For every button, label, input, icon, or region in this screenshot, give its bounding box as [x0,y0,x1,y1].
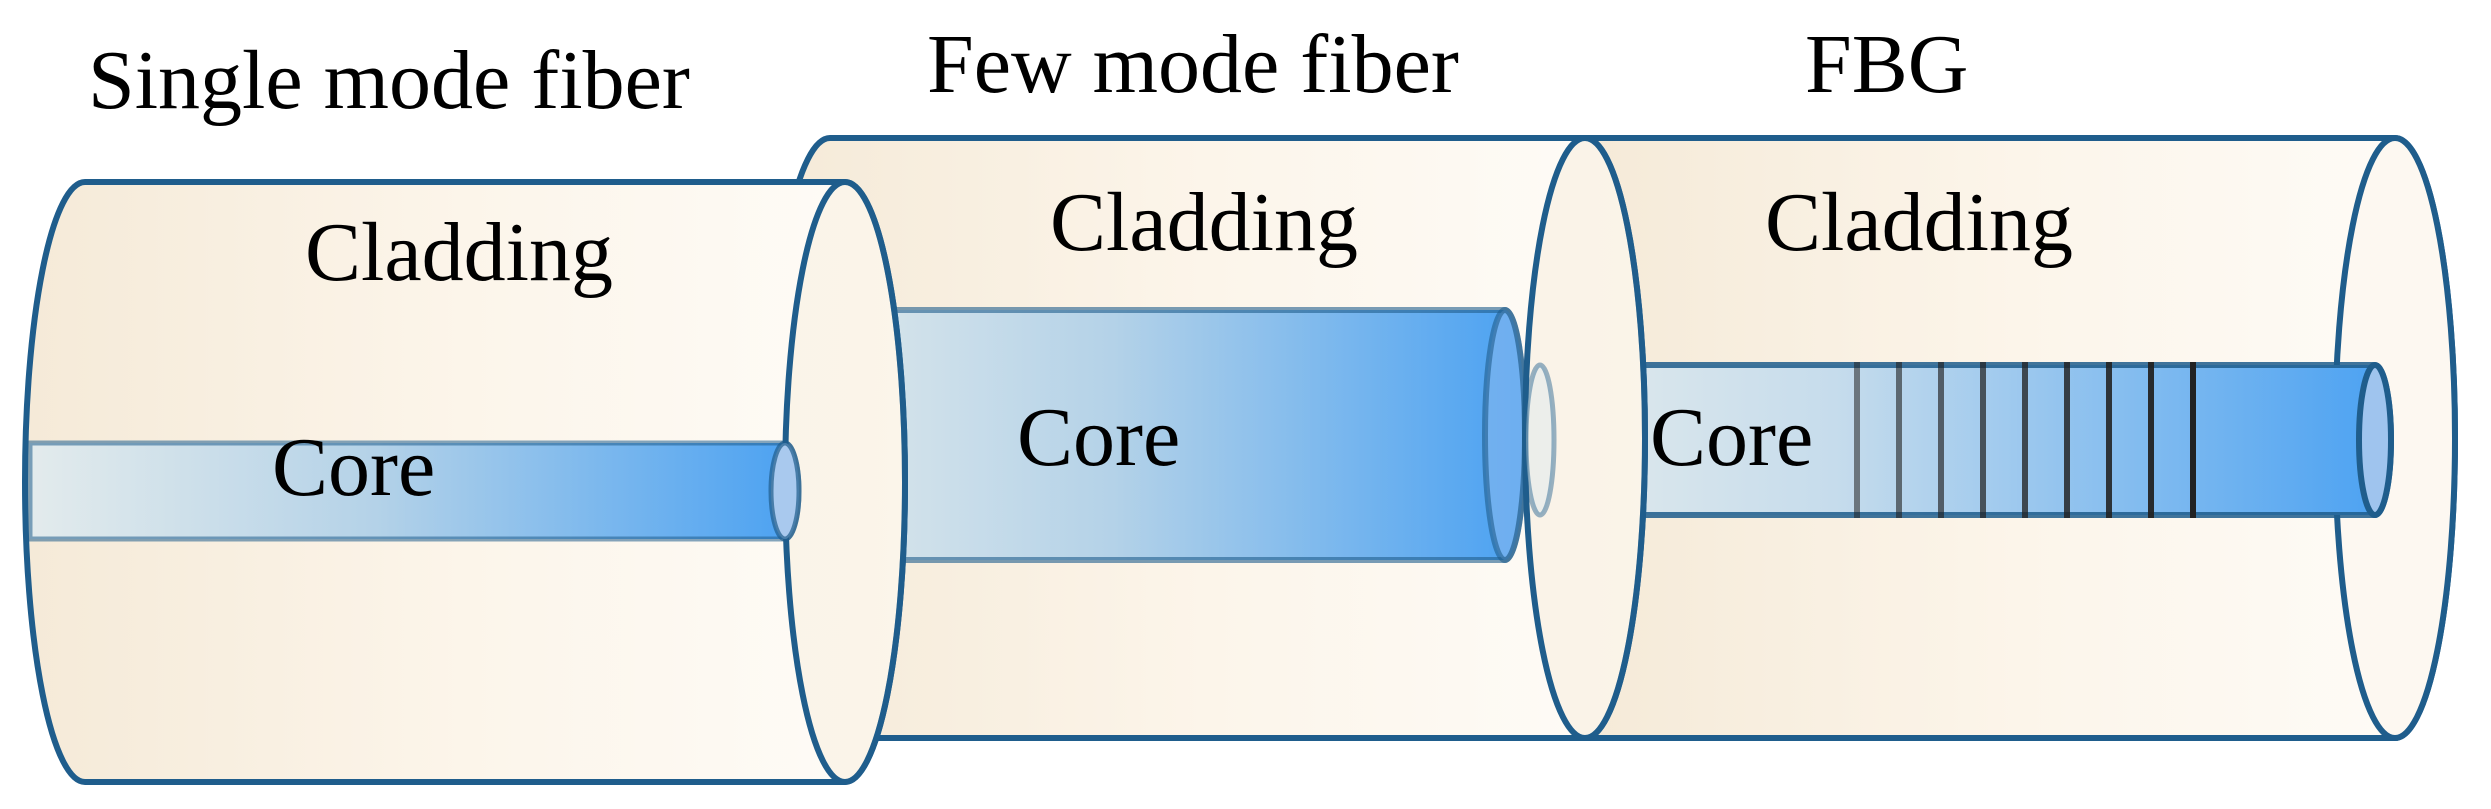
fbg-core-label: Core [1650,391,1813,484]
few-mode-core-end-face [1482,307,1528,563]
fbg-title: FBG [1805,18,1968,111]
few-mode-core-label: Core [1017,391,1180,484]
single-mode-core-label: Core [272,421,435,514]
fbg-core-start-face [1523,362,1557,518]
single-mode-cladding-label: Cladding [305,206,613,299]
few-mode-cladding-end-face [1522,135,1648,741]
single-mode-cladding-end-face [782,179,908,785]
fbg-cladding-label: Cladding [1765,176,2073,269]
single-mode-fiber-title: Single mode fiber [88,34,690,127]
single-mode-fiber-section [22,179,908,785]
fbg-section [1532,135,2458,741]
few-mode-cladding-label: Cladding [1050,176,1358,269]
few-mode-fiber-title: Few mode fiber [927,18,1459,111]
bragg-grating [1854,362,2196,518]
single-mode-core-end-face [768,440,802,542]
fbg-core-end-face [2356,362,2394,518]
